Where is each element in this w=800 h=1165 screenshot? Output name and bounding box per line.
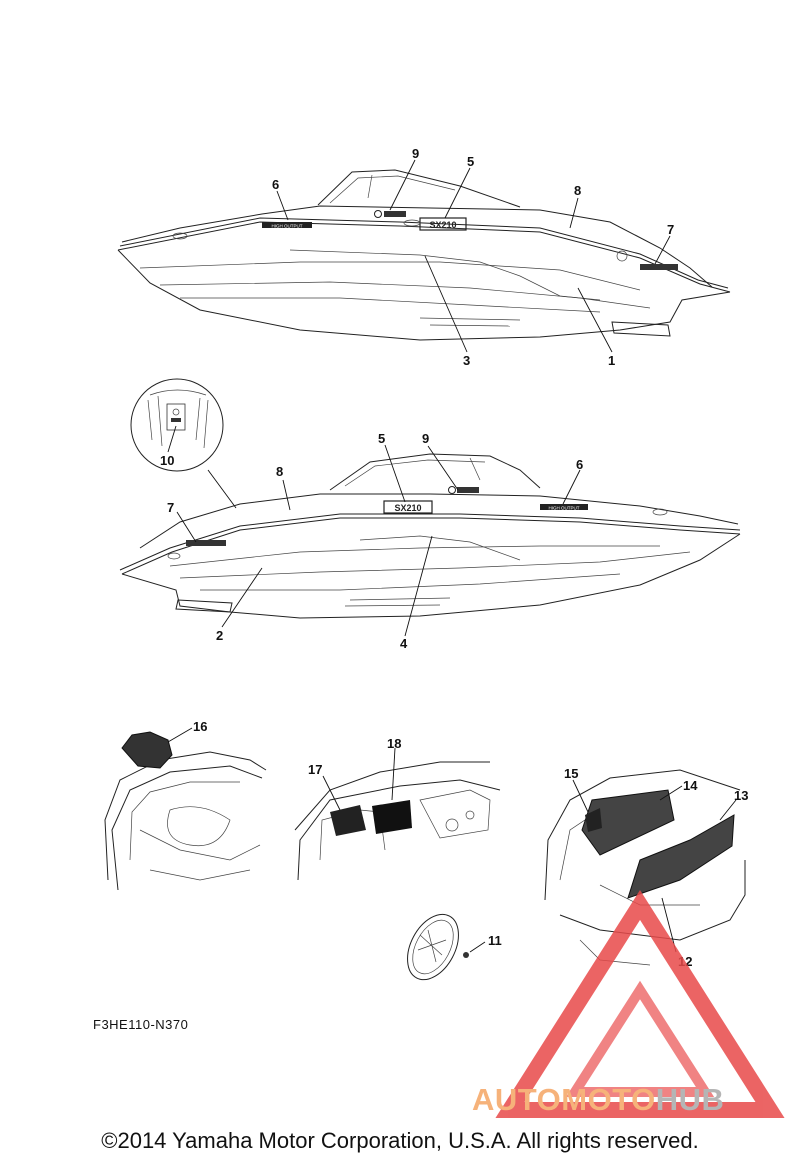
detail-steering-wheel-11: 11 xyxy=(407,913,502,981)
svg-text:8: 8 xyxy=(574,183,581,198)
watermark-text: AUTOMOTOHUB xyxy=(472,1082,724,1118)
hull-badge-text-bottom: HIGH OUTPUT xyxy=(549,506,580,511)
svg-text:3: 3 xyxy=(463,353,470,368)
svg-text:8: 8 xyxy=(276,464,283,479)
model-badge-top: SX210 xyxy=(429,220,456,230)
boat-bottom-view: SX210 HIGH OUTPUT xyxy=(119,453,741,619)
model-badge-bottom: SX210 xyxy=(394,503,421,513)
svg-text:7: 7 xyxy=(167,500,174,515)
svg-text:6: 6 xyxy=(576,457,583,472)
callouts-top: 6 9 5 8 7 3 1 xyxy=(272,146,674,368)
svg-text:9: 9 xyxy=(422,431,429,446)
svg-text:16: 16 xyxy=(193,719,207,734)
svg-text:14: 14 xyxy=(683,778,698,793)
copyright-notice: ©2014 Yamaha Motor Corporation, U.S.A. A… xyxy=(101,1128,699,1153)
boat-top-view: HIGH OUTPUT SX210 xyxy=(117,169,731,341)
watermark-text-part1: AUTOMOTO xyxy=(472,1082,656,1117)
svg-text:6: 6 xyxy=(272,177,279,192)
watermark-logo xyxy=(495,890,785,1118)
leaders-top xyxy=(276,159,671,353)
part-code: F3HE110-N370 xyxy=(93,1017,189,1032)
callouts-bottom: 7 8 5 9 6 2 4 xyxy=(167,431,583,651)
detail-circle-10: 10 xyxy=(130,378,237,509)
svg-text:10: 10 xyxy=(160,453,174,468)
watermark-text-part2: HUB xyxy=(655,1082,725,1117)
detail-cockpit-17-18: 17 18 xyxy=(294,736,501,881)
svg-text:15: 15 xyxy=(564,766,578,781)
svg-text:13: 13 xyxy=(734,788,748,803)
svg-text:11: 11 xyxy=(488,933,502,948)
svg-text:2: 2 xyxy=(216,628,223,643)
leaders-bottom xyxy=(176,444,581,637)
svg-text:5: 5 xyxy=(467,154,474,169)
detail-stern-12-15: 15 14 13 12 xyxy=(544,766,748,969)
svg-text:9: 9 xyxy=(412,146,419,161)
svg-text:1: 1 xyxy=(608,353,615,368)
detail-bow-16: 16 xyxy=(104,719,267,891)
hull-badge-text-top: HIGH OUTPUT xyxy=(272,224,303,229)
svg-text:7: 7 xyxy=(667,222,674,237)
svg-text:18: 18 xyxy=(387,736,401,751)
svg-text:4: 4 xyxy=(400,636,408,651)
svg-text:17: 17 xyxy=(308,762,322,777)
svg-text:5: 5 xyxy=(378,431,385,446)
